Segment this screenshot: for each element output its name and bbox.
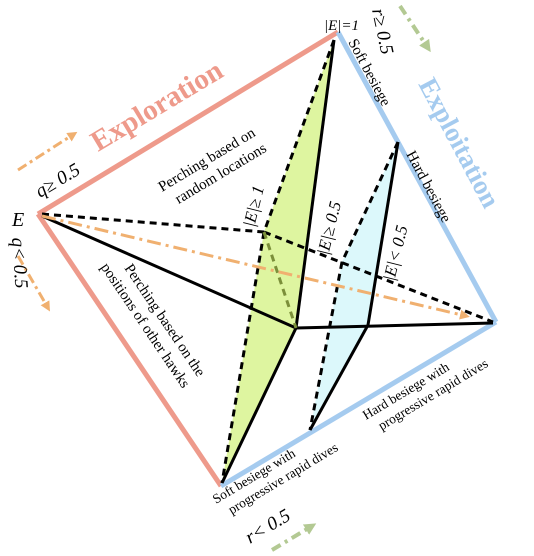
e-ge1-label: |E|≥ 1	[239, 184, 268, 229]
olive-dashed-line	[262, 231, 298, 329]
exploitation-edge-bottom	[219, 319, 498, 489]
q-lt05-label: q< 0.5	[7, 237, 31, 289]
green-arrow-bottom	[270, 523, 317, 552]
green-arrow-top	[398, 4, 431, 53]
dashed-lines	[41, 39, 494, 484]
e-vertex-label: E	[11, 209, 24, 231]
exploitation-edge-right	[335, 30, 499, 324]
q-ge05-label: q≥ 0.5	[32, 159, 84, 202]
e-ge05-label: |E|≥ 0.5	[313, 199, 345, 257]
orange-arrow-down	[16, 255, 50, 312]
hard-besiege-label: Hard besiege	[402, 148, 453, 225]
e-eq1-label: |E|=1	[324, 18, 359, 34]
orange-arrow-main	[41, 214, 470, 320]
cyan-region	[310, 142, 398, 430]
solid-lines	[41, 39, 494, 484]
perch-hawks-label: Perching based on the positions of other…	[97, 250, 210, 394]
exploration-edge-bottom	[35, 212, 224, 488]
exploration-edge-top	[36, 29, 340, 217]
r-ge05-label: r≥ 0.5	[367, 7, 397, 57]
yellow-region	[222, 40, 334, 483]
